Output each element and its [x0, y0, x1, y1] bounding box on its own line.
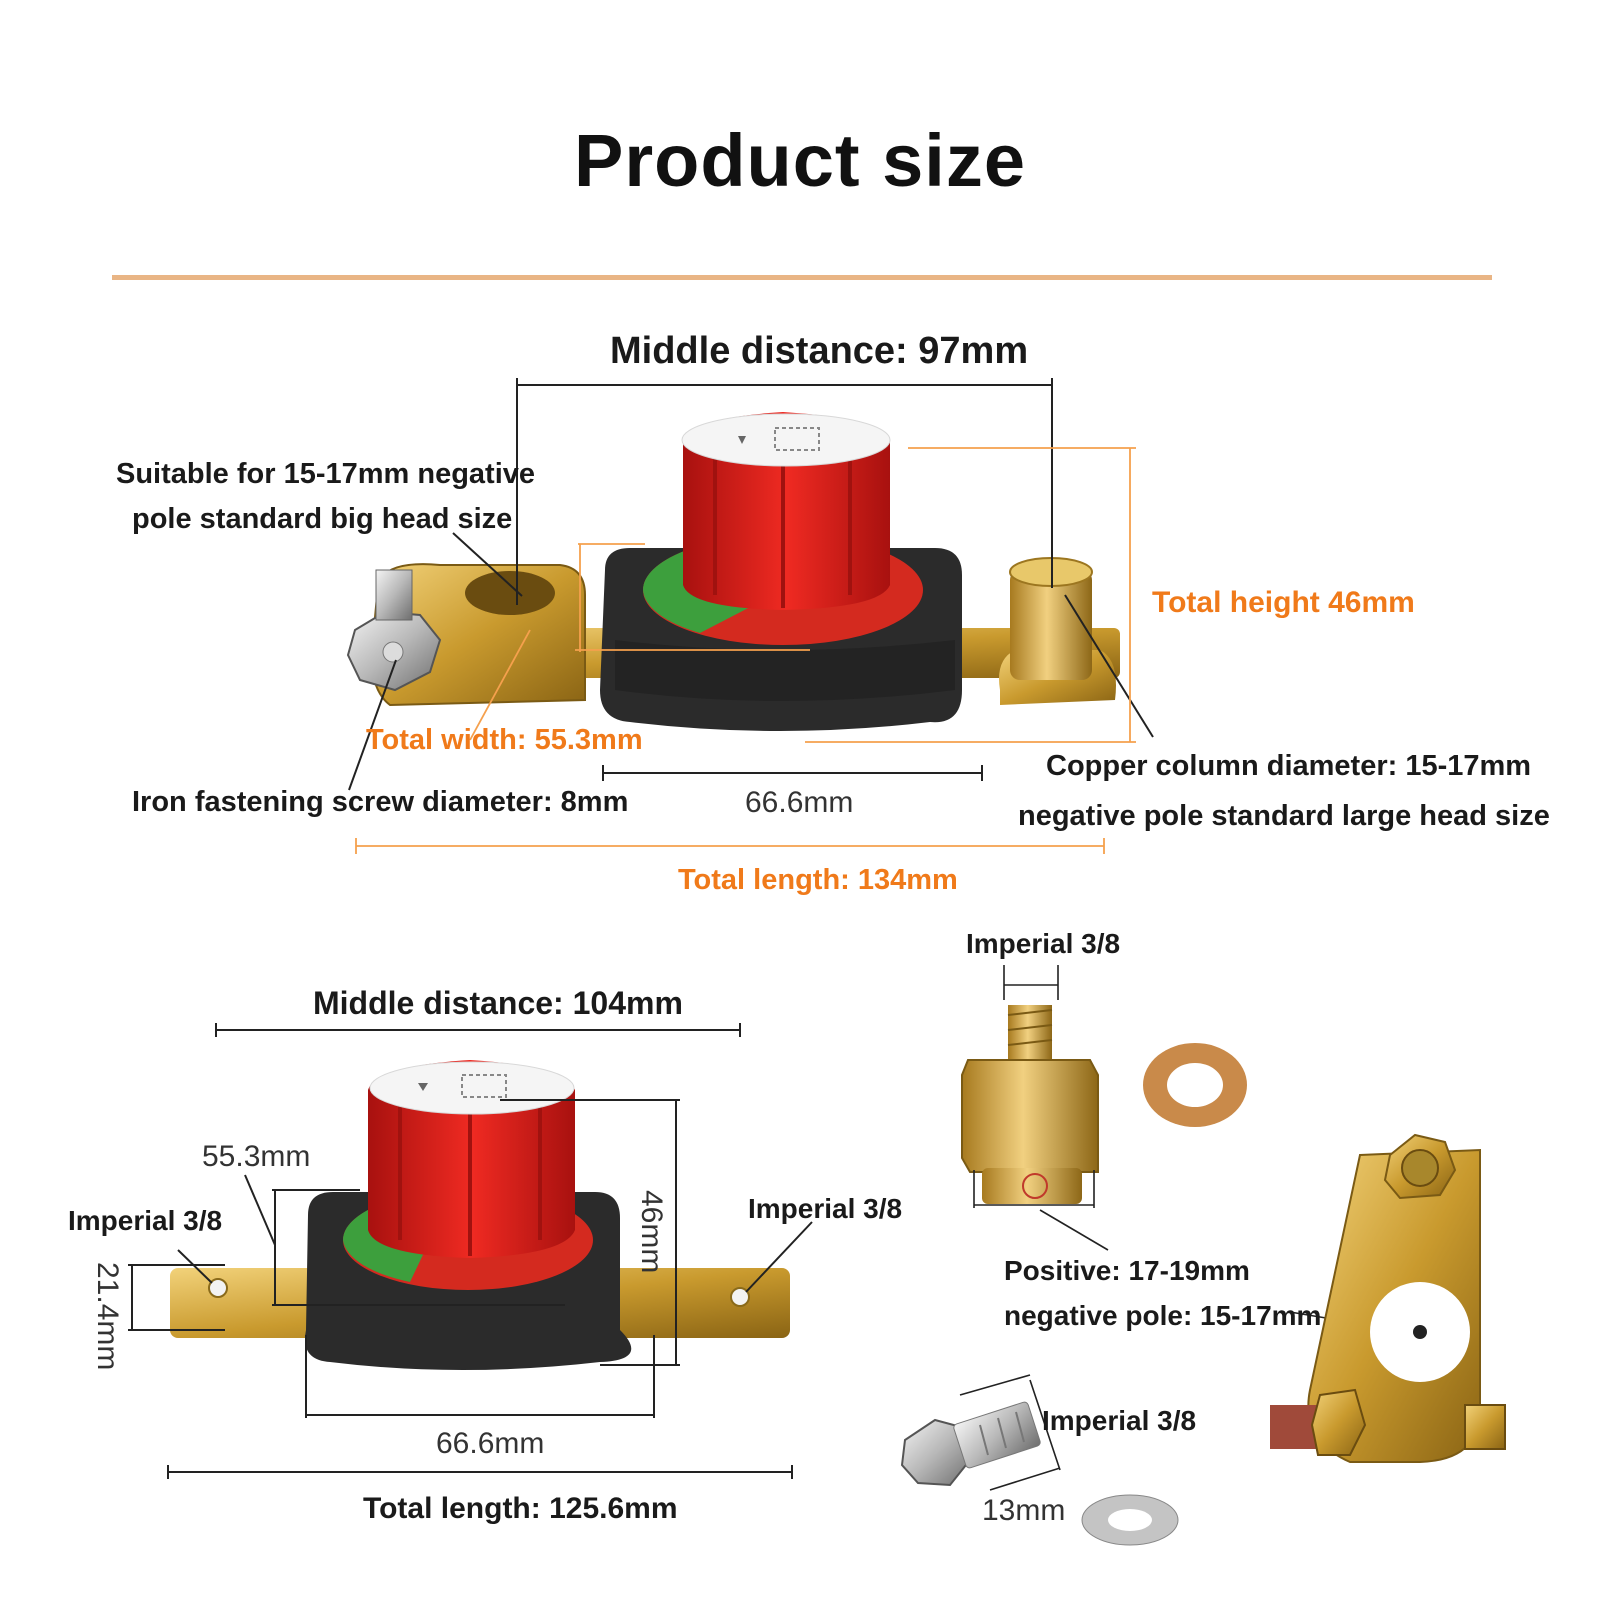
top-total-width-label: Total width: 55.3mm	[366, 724, 643, 756]
post-body	[961, 1059, 1099, 1173]
top-suitable-label-line2: pole standard big head size	[132, 503, 513, 535]
brass-post	[961, 1005, 1099, 1204]
top-base-width-label: 66.6mm	[745, 786, 854, 819]
bottom-total-length-label: Total length: 125.6mm	[363, 1492, 678, 1525]
top-copper-column	[1010, 570, 1092, 680]
top-middle-distance-label: Middle distance: 97mm	[610, 330, 1029, 372]
title-divider	[112, 275, 1492, 280]
bottom-left-hole-label: Imperial 3/8	[68, 1205, 223, 1236]
bottom-height-label: 46mm	[635, 1190, 668, 1274]
post-thread-label: Imperial 3/8	[966, 928, 1121, 959]
bottom-base-width-label: 66.6mm	[436, 1427, 545, 1460]
top-orange-dimension-lines	[355, 447, 1136, 854]
bottom-width-label: 55.3mm	[202, 1140, 311, 1173]
terminal-clamp	[1270, 1133, 1506, 1463]
bottom-middle-distance-label: Middle distance: 104mm	[313, 985, 683, 1021]
top-suitable-label-line1: Suitable for 15-17mm negative	[116, 458, 536, 490]
steel-washer	[1081, 1494, 1179, 1546]
page-title: Product size	[574, 119, 1026, 202]
steel-bolt	[900, 1401, 1041, 1487]
bottom-dimension-lines	[128, 1023, 813, 1479]
negative-pole-label: negative pole: 15-17mm	[1004, 1300, 1322, 1331]
top-total-height-label: Total height 46mm	[1152, 586, 1415, 619]
brass-washer	[1143, 1043, 1247, 1127]
positive-pole-label: Positive: 17-19mm	[1004, 1255, 1250, 1286]
bolt-length-label: 13mm	[982, 1494, 1066, 1527]
bolt-dimension-lines	[959, 1374, 1061, 1491]
top-total-length-label: Total length: 134mm	[678, 864, 958, 896]
top-copper-column-label-line2: negative pole standard large head size	[1018, 800, 1550, 832]
top-copper-column-label-line1: Copper column diameter: 15-17mm	[1046, 750, 1532, 782]
top-dimension-lines	[348, 378, 1154, 791]
top-clamp-hole	[465, 571, 555, 615]
top-steel-bolt	[375, 569, 413, 621]
bottom-strap-width-label: 21.4mm	[91, 1262, 124, 1371]
bottom-right-hole-label: Imperial 3/8	[748, 1193, 903, 1224]
bottom-battery-switch	[170, 1060, 790, 1370]
top-screw-diameter-label: Iron fastening screw diameter: 8mm	[132, 786, 629, 818]
bolt-thread-label: Imperial 3/8	[1042, 1405, 1197, 1436]
